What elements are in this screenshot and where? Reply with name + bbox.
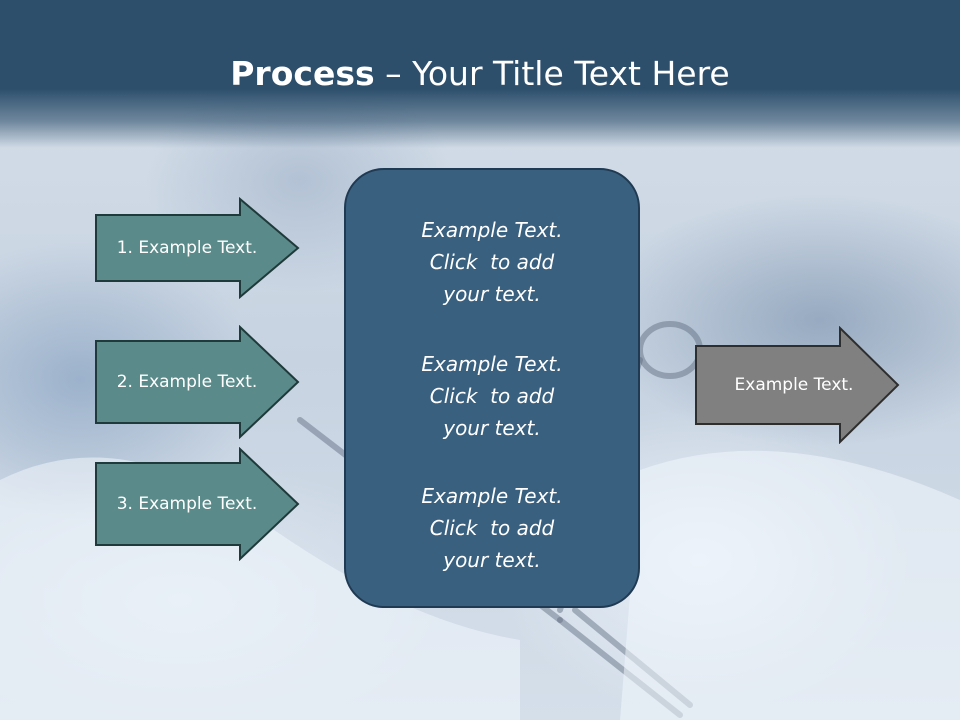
center-text-box[interactable]: Example Text. Click to add your text. Ex… — [344, 168, 640, 608]
step-arrow-2[interactable]: 2. Example Text. — [94, 325, 300, 439]
center-line: your text. — [443, 548, 541, 572]
output-arrow[interactable]: Example Text. — [694, 326, 900, 444]
center-line: Click to add — [429, 384, 555, 408]
step-arrow-3[interactable]: 3. Example Text. — [94, 447, 300, 561]
center-line: Example Text. — [421, 352, 563, 376]
center-text-block-3[interactable]: Example Text. Click to add your text. — [346, 480, 638, 576]
center-line: Click to add — [429, 250, 555, 274]
center-text-block-2[interactable]: Example Text. Click to add your text. — [346, 348, 638, 444]
arrow-shape — [95, 197, 300, 299]
title-rest: – Your Title Text Here — [374, 54, 730, 93]
title-bar — [0, 0, 960, 148]
slide-title[interactable]: Process – Your Title Text Here — [0, 52, 960, 96]
step-label: 3. Example Text. — [116, 494, 258, 514]
arrow-shape — [95, 325, 300, 439]
step-label: 1. Example Text. — [116, 238, 258, 258]
center-line: your text. — [443, 416, 541, 440]
center-line: your text. — [443, 282, 541, 306]
output-label: Example Text. — [734, 375, 854, 395]
step-label: 2. Example Text. — [116, 372, 258, 392]
center-line: Example Text. — [421, 484, 563, 508]
title-bold: Process — [230, 54, 375, 93]
center-text-block-1[interactable]: Example Text. Click to add your text. — [346, 214, 638, 310]
arrow-shape — [695, 326, 900, 444]
arrow-shape — [95, 447, 300, 561]
center-line: Example Text. — [421, 218, 563, 242]
center-line: Click to add — [429, 516, 555, 540]
step-arrow-1[interactable]: 1. Example Text. — [94, 197, 300, 299]
